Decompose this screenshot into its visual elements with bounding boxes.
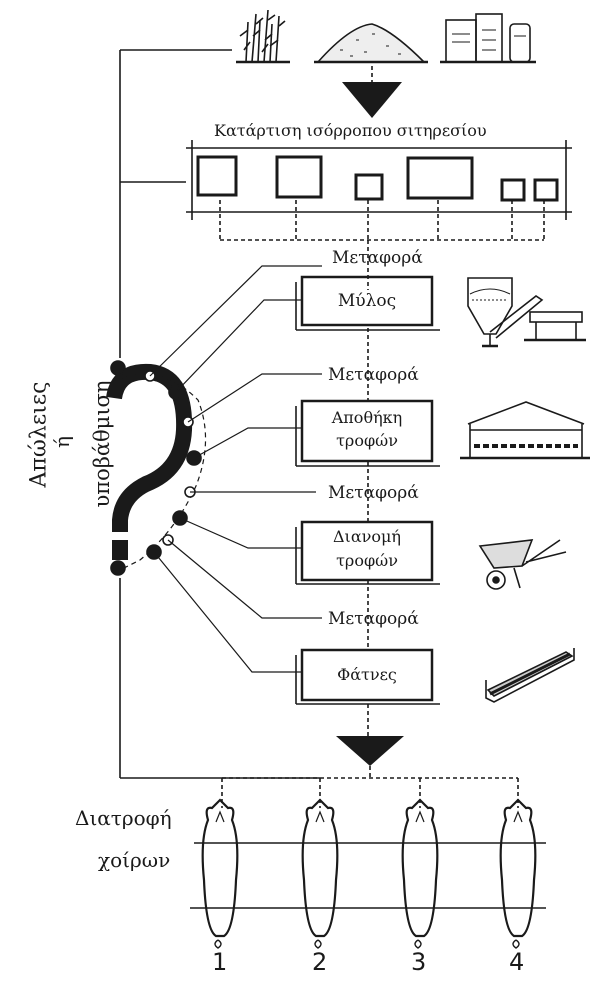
- left-bracket: [119, 49, 320, 779]
- pig-distribution: [221, 766, 519, 808]
- stage-label-mill: Μύλος: [337, 291, 397, 311]
- losses-label: Απώλειες: [26, 381, 52, 488]
- stage-label-distribution-line2: τροφών: [336, 551, 398, 570]
- transport-label-1: Μεταφορά: [332, 248, 423, 268]
- leader-lines: [149, 265, 322, 673]
- pig-number-3: 3: [411, 948, 427, 976]
- stage-label-distribution-line1: Διανομή: [333, 527, 401, 546]
- barn-icon: [460, 401, 590, 460]
- transport-label-2: Μεταφορά: [328, 365, 419, 385]
- feeder-trough-icon: [485, 648, 575, 703]
- pig-number-1: 1: [212, 948, 228, 976]
- stage-boxes: [295, 275, 440, 705]
- pig-number-4: 4: [509, 948, 525, 976]
- pig-feeding-label-line1: Διατροφή: [75, 806, 172, 830]
- transport-label-4: Μεταφορά: [328, 609, 419, 629]
- stage-label-troughs: Φάτνες: [337, 665, 397, 684]
- grain-pile-icon: [314, 23, 428, 64]
- top-arrow-icon: [342, 66, 402, 118]
- crops-icon: [236, 9, 290, 64]
- feed-bags-icon: [440, 13, 536, 64]
- bottom-arrow-icon: [336, 736, 404, 766]
- transport-label-3: Μεταφορά: [328, 483, 419, 503]
- pig-icon: [201, 798, 537, 949]
- ration-boxes: [186, 140, 572, 290]
- stage-label-storage-line1: Αποθήκη: [331, 408, 403, 427]
- diagram-title: Κατάρτιση ισόρροπου σιτηρεσίου: [214, 121, 487, 140]
- mill-silo-icon: [467, 277, 586, 348]
- pig-feeding-label-line2: χοίρων: [98, 848, 171, 872]
- pig-number-2: 2: [312, 948, 328, 976]
- stage-label-storage-line2: τροφών: [336, 431, 398, 450]
- wheelbarrow-icon: [478, 539, 567, 590]
- degradation-label: υποβάθμιση: [90, 380, 114, 508]
- question-mark-icon: [106, 363, 207, 571]
- or-label: ή: [50, 436, 74, 448]
